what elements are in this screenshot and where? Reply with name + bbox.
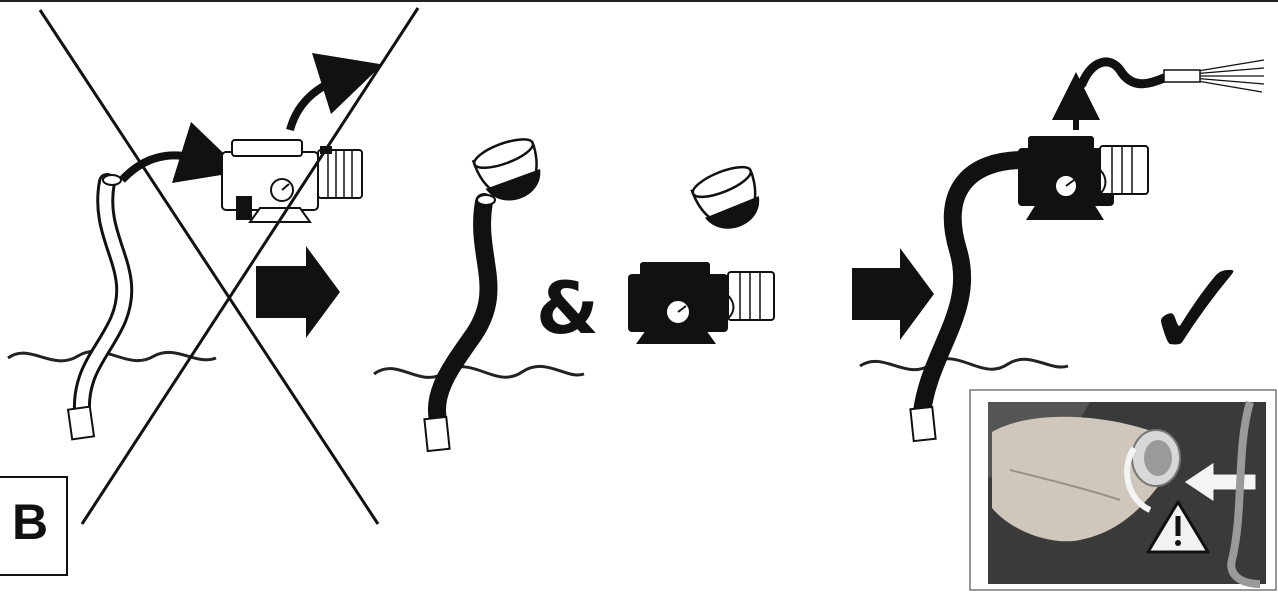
block-arrow-1 [256,246,340,338]
primed-pump-icon [628,262,774,344]
crossed-out-step-icon [40,8,418,524]
wrong-step-group [8,8,418,524]
water-line-3 [860,359,1068,370]
water-line-2 [374,366,584,377]
hose-thread-photo [970,390,1276,590]
water-line-1 [8,351,216,360]
running-pump-icon [1018,136,1148,220]
flow-arrow-icon [122,155,212,180]
ampersand-symbol: & [536,268,599,348]
dry-hose-icon [68,175,124,439]
water-spray-icon [1164,60,1264,92]
water-filled-hose-icon [437,202,489,420]
outlet-hose-icon [1082,62,1164,84]
connected-hose-icon [922,160,1024,412]
empty-pump-icon [222,140,362,222]
panel-label: B [0,492,60,552]
water-bowl-icon-2 [689,161,768,238]
checkmark-icon: ✓ [1140,236,1257,386]
block-arrow-2 [852,248,934,340]
